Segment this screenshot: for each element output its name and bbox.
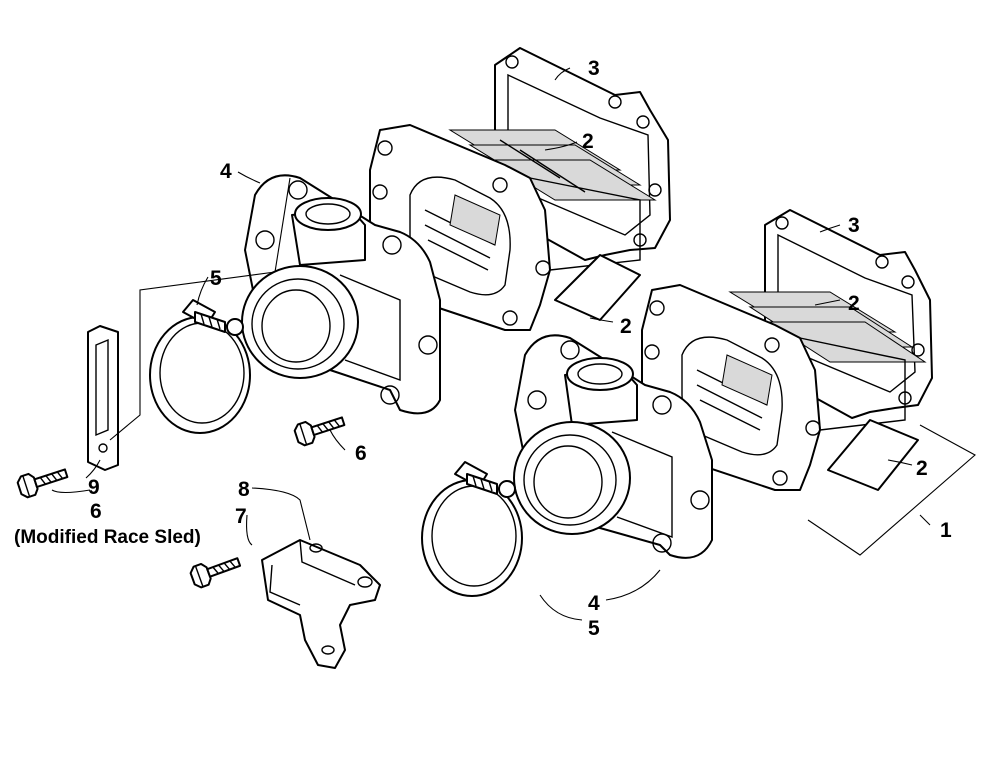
modified-race-sled-note: (Modified Race Sled) bbox=[14, 527, 201, 548]
intake-flange-upper bbox=[241, 174, 441, 415]
callout-5-lower: 5 bbox=[588, 617, 600, 640]
callout-3-lower: 3 bbox=[848, 214, 860, 237]
reed-petals-lower bbox=[728, 291, 927, 363]
callout-4-upper: 4 bbox=[220, 160, 232, 183]
callout-2-lower-top: 2 bbox=[848, 292, 860, 315]
mounting-bracket bbox=[261, 539, 381, 669]
reed-petal-loose-lower bbox=[827, 419, 919, 491]
reed-petal-loose-upper bbox=[554, 254, 641, 321]
callout-3-upper: 3 bbox=[588, 57, 600, 80]
callout-9: 9 bbox=[88, 476, 100, 499]
bracket-bolt bbox=[187, 550, 244, 591]
intake-flange-lower bbox=[513, 334, 713, 559]
callout-4-lower: 4 bbox=[588, 592, 600, 615]
callout-2-lower-bottom: 2 bbox=[916, 457, 928, 480]
hose-clamp-lower bbox=[421, 461, 523, 597]
callout-2-upper-top: 2 bbox=[582, 130, 594, 153]
flange-bolt-upper bbox=[292, 409, 348, 448]
callout-1: 1 bbox=[940, 519, 952, 542]
bracket-bolt-left bbox=[15, 461, 71, 500]
callout-7: 7 bbox=[235, 505, 247, 528]
callout-2-upper-bottom: 2 bbox=[620, 315, 632, 338]
hose-clamp-upper bbox=[149, 299, 251, 434]
callout-5-upper: 5 bbox=[210, 267, 222, 290]
leader-lines bbox=[51, 67, 976, 621]
reed-petals-upper bbox=[448, 129, 657, 201]
callout-labels: 1 2 2 2 2 3 3 4 4 5 5 6 6 7 8 9 (Modifie… bbox=[14, 57, 952, 640]
callout-6-upper: 6 bbox=[355, 442, 367, 465]
callout-6-left: 6 bbox=[90, 500, 102, 523]
callout-8: 8 bbox=[238, 478, 250, 501]
slotted-plate bbox=[87, 325, 119, 471]
